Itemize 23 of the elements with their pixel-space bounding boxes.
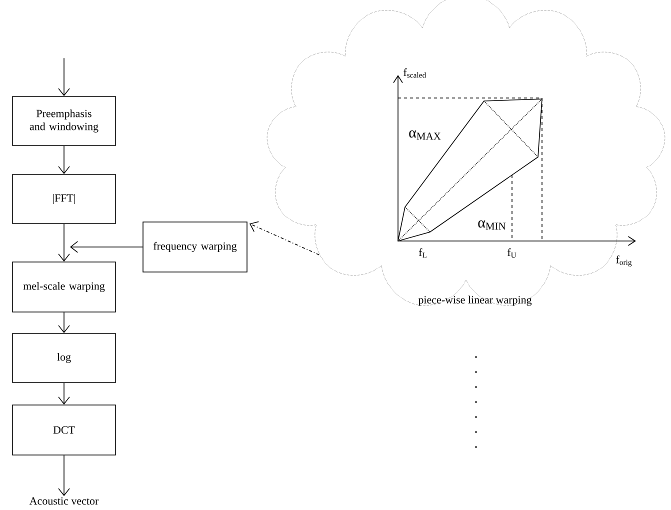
output-label: Acoustic vector: [29, 497, 99, 505]
arrow: [58, 223, 70, 262]
process-box: log: [12, 333, 116, 383]
angle-label: α$_{MAX}$: [408, 129, 442, 141]
axis-label: f$_{U}$: [506, 247, 518, 259]
process-box: DCT: [12, 404, 116, 456]
axis-label: f$_{L}$: [418, 247, 428, 259]
arrow: [58, 312, 70, 334]
process-box: |FFT|: [12, 174, 116, 224]
arrow: [70, 241, 144, 253]
cloud: [266, 0, 666, 306]
arrow: [249, 221, 320, 256]
process-box: frequency warping: [142, 222, 248, 272]
cloud-label: piece-wise linear warping: [418, 296, 532, 306]
arrow: [58, 454, 70, 496]
axis-label: f$_{scaled}$: [402, 67, 428, 79]
arrow: [58, 382, 70, 405]
arrow: [58, 145, 70, 174]
process-box: Preemphasis and windowing: [12, 96, 116, 146]
angle-label: α$_{MIN}$: [476, 219, 508, 231]
axis-label: f$_{orig}$: [614, 254, 634, 268]
process-box: mel-scale warping: [12, 262, 116, 312]
arrow: [58, 58, 70, 96]
